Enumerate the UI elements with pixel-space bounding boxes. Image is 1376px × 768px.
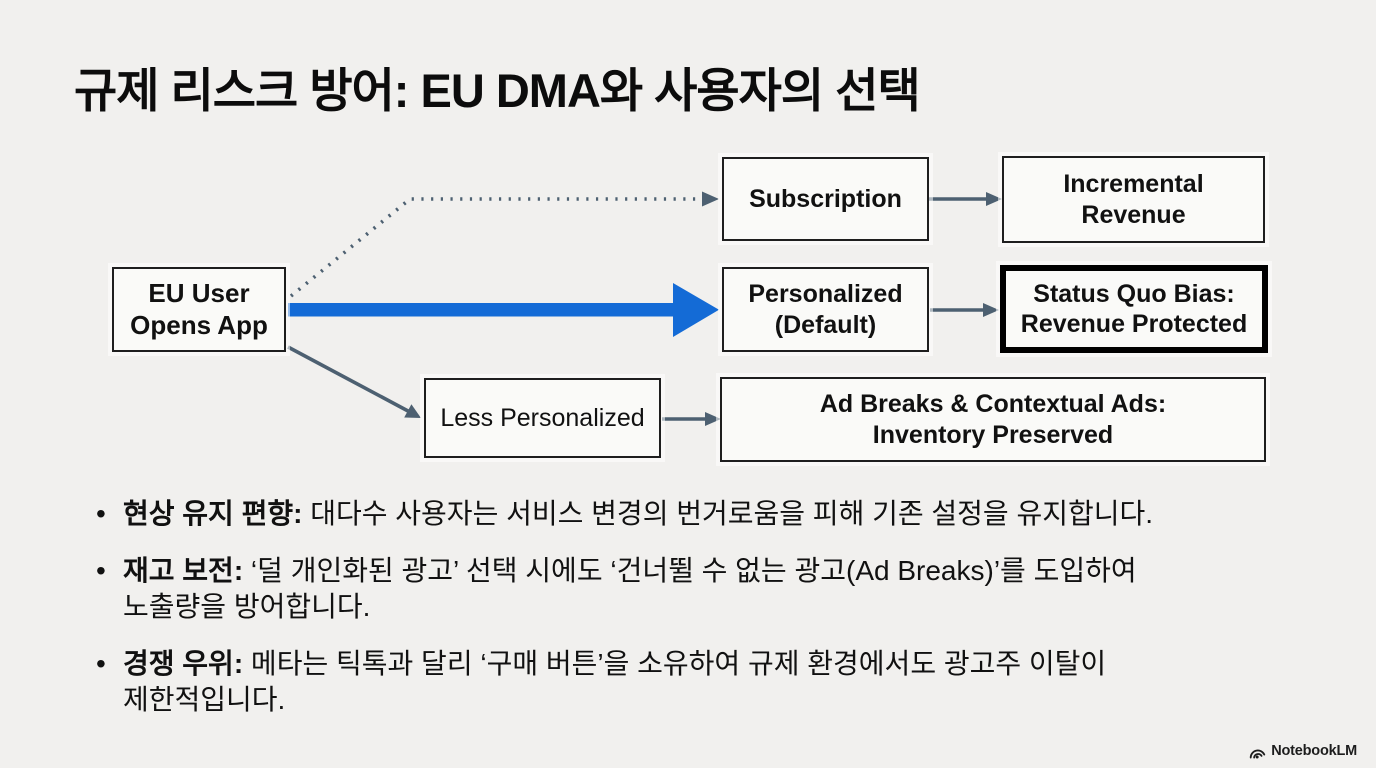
list-item: • 재고 보전: ‘덜 개인화된 광고’ 선택 시에도 ‘건너뛸 수 없는 광고… bbox=[96, 553, 1311, 625]
bullet-marker: • bbox=[96, 555, 106, 586]
bullet-lead: 경쟁 우위: bbox=[123, 648, 244, 679]
bullet-body: 대다수 사용자는 서비스 변경의 번거로움을 피해 기존 설정을 유지합니다. bbox=[302, 498, 1154, 529]
bullet-text: 재고 보전: ‘덜 개인화된 광고’ 선택 시에도 ‘건너뛸 수 없는 광고(A… bbox=[123, 553, 1311, 625]
bullet-text: 경쟁 우위: 메타는 틱톡과 달리 ‘구매 버튼’을 소유하여 규제 환경에서도… bbox=[123, 646, 1311, 718]
bullet-lead: 현상 유지 편향: bbox=[123, 498, 303, 529]
dotted-arrow-subscription bbox=[289, 191, 719, 298]
arrow-status-quo bbox=[930, 303, 999, 317]
bullet-lead: 재고 보전: bbox=[123, 555, 244, 586]
arrow-incremental-revenue bbox=[929, 192, 1002, 206]
node-eu-user: EU User Opens App bbox=[112, 267, 286, 352]
page-title: 규제 리스크 방어: EU DMA와 사용자의 선택 bbox=[74, 64, 921, 117]
node-incremental-revenue: Incremental Revenue bbox=[1002, 156, 1265, 243]
bullet-text: 현상 유지 편향: 대다수 사용자는 서비스 변경의 번거로움을 피해 기존 설… bbox=[123, 496, 1311, 532]
node-status-quo-bias: Status Quo Bias: Revenue Protected bbox=[1000, 265, 1268, 353]
notebooklm-logo-icon bbox=[1249, 744, 1266, 759]
highlight-arrow-personalized bbox=[288, 283, 719, 337]
bullet-body: ‘덜 개인화된 광고’ 선택 시에도 ‘건너뛸 수 없는 광고(Ad Break… bbox=[123, 555, 1137, 622]
bullet-marker: • bbox=[96, 498, 106, 529]
bullet-marker: • bbox=[96, 648, 106, 679]
list-item: • 현상 유지 편향: 대다수 사용자는 서비스 변경의 번거로움을 피해 기존… bbox=[96, 496, 1311, 532]
flowchart: EU User Opens App Subscription Increment… bbox=[112, 156, 1268, 462]
notebooklm-watermark: NotebookLM bbox=[1249, 743, 1357, 759]
arrow-less-personalized bbox=[287, 345, 421, 418]
notebooklm-label: NotebookLM bbox=[1271, 743, 1357, 759]
arrow-ad-breaks bbox=[662, 412, 721, 426]
bullet-list: • 현상 유지 편향: 대다수 사용자는 서비스 변경의 번거로움을 피해 기존… bbox=[96, 496, 1311, 739]
node-subscription: Subscription bbox=[722, 157, 929, 241]
bullet-body: 메타는 틱톡과 달리 ‘구매 버튼’을 소유하여 규제 환경에서도 광고주 이탈… bbox=[123, 648, 1107, 715]
list-item: • 경쟁 우위: 메타는 틱톡과 달리 ‘구매 버튼’을 소유하여 규제 환경에… bbox=[96, 646, 1311, 718]
node-personalized-default: Personalized (Default) bbox=[722, 267, 929, 352]
node-ad-breaks: Ad Breaks & Contextual Ads: Inventory Pr… bbox=[720, 377, 1266, 462]
node-less-personalized: Less Personalized bbox=[424, 378, 661, 458]
